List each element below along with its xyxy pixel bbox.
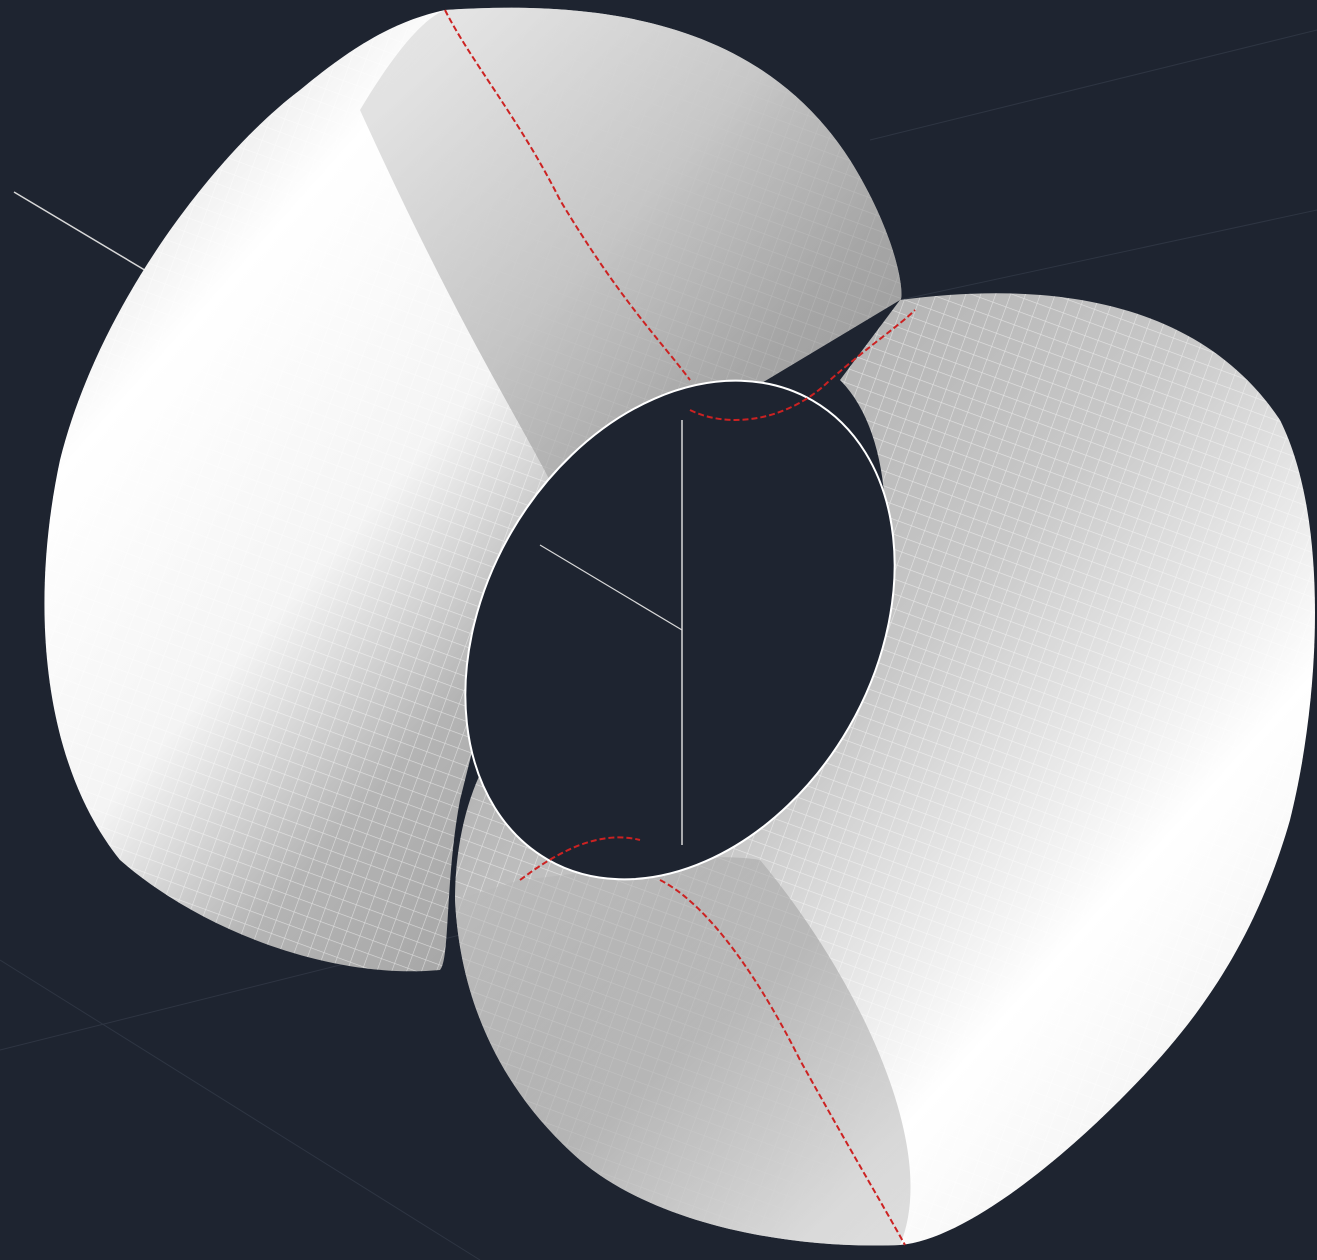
profile-curves[interactable] — [444, 9, 916, 1246]
surface-top-band — [360, 7, 902, 500]
ucs-axis-lines — [13, 191, 149, 273]
throat-opening — [464, 379, 896, 881]
surface-bottom-band — [455, 857, 911, 1246]
